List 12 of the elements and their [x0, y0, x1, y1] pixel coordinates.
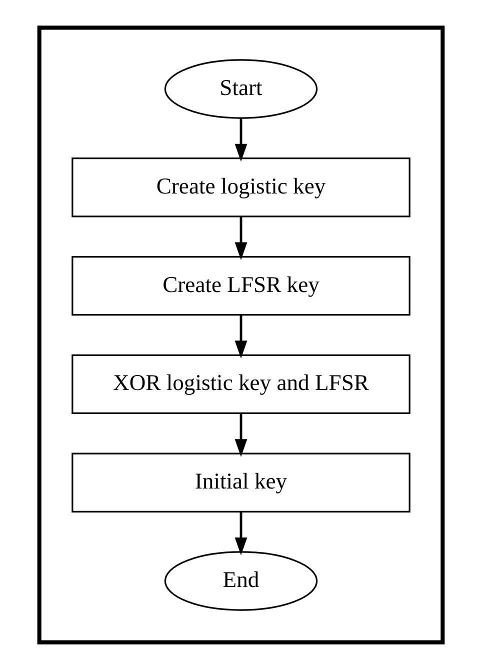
node-ellipse: Start	[164, 59, 318, 119]
node-box: Create logistic key	[71, 158, 410, 218]
arrow	[234, 413, 247, 457]
arrow	[234, 512, 247, 556]
cluster	[36, 26, 444, 644]
arrow	[234, 118, 247, 162]
node-box: XOR logistic key and LFSR	[71, 354, 410, 414]
node-box: Initial key	[71, 452, 410, 512]
arrow	[234, 314, 247, 358]
node-ellipse: End	[164, 551, 318, 611]
arrow	[234, 216, 247, 260]
node-box: Create LFSR key	[71, 256, 410, 316]
